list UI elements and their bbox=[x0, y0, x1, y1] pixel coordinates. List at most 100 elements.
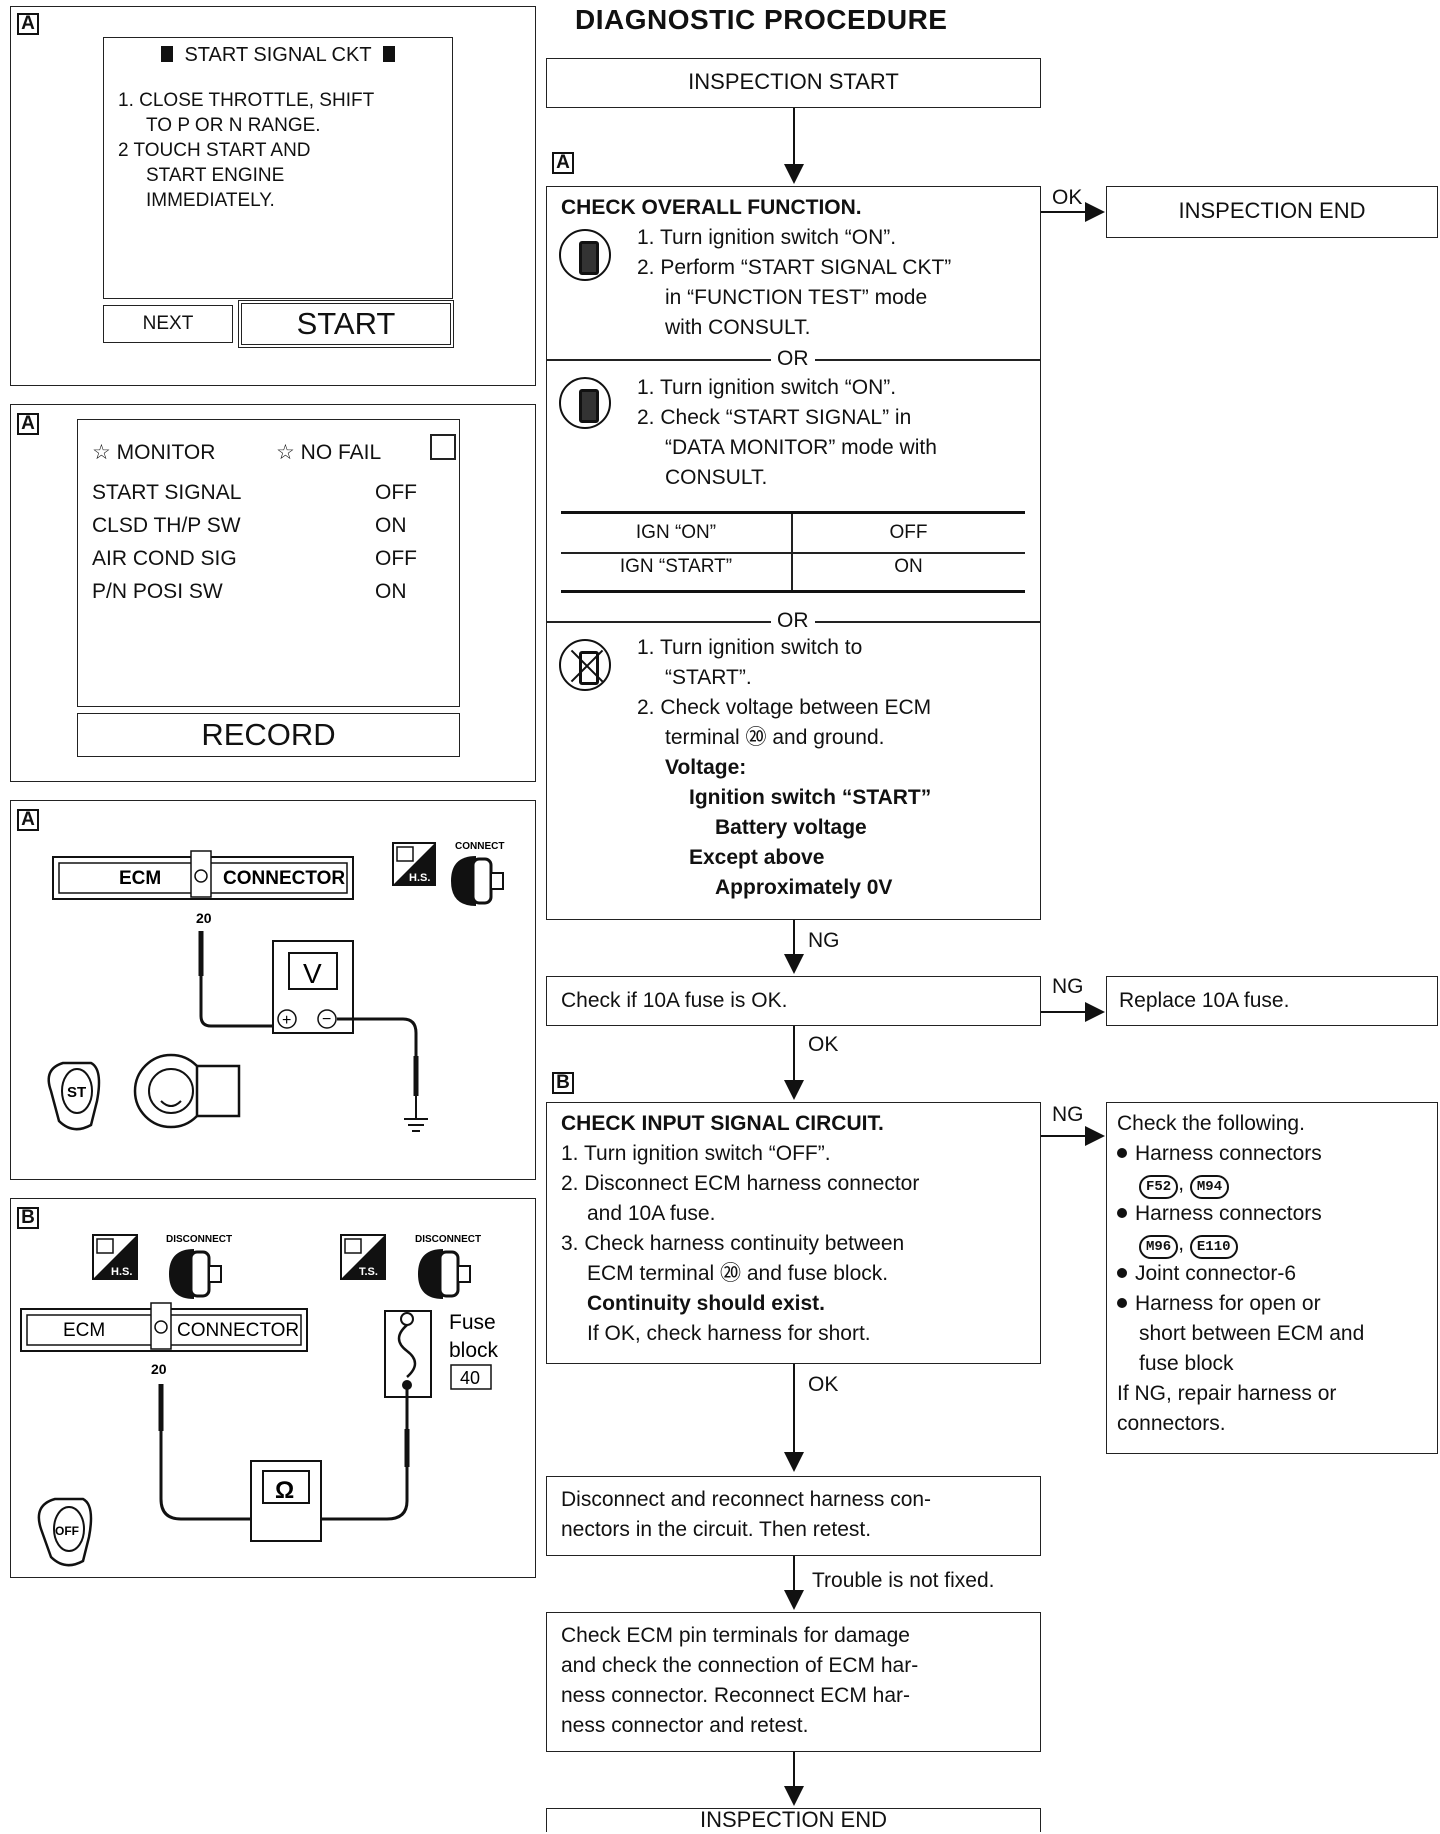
consult-icon bbox=[559, 229, 611, 281]
table-cell: OFF bbox=[889, 522, 928, 543]
panel-tag-b: B bbox=[17, 1207, 39, 1229]
voltmeter-label: V bbox=[303, 958, 322, 989]
svg-text:−: − bbox=[322, 1011, 331, 1028]
voltage-heading: Voltage: bbox=[665, 756, 747, 779]
ng-label: NG bbox=[808, 929, 840, 952]
check-input-signal-box: CHECK INPUT SIGNAL CIRCUIT. 1. Turn igni… bbox=[546, 1102, 1041, 1364]
ignition-key-off-icon bbox=[37, 1497, 93, 1567]
ohmmeter-label: Ω bbox=[275, 1477, 294, 1504]
step-line: 1. Turn ignition switch “ON”. bbox=[637, 376, 897, 399]
svg-text:+: + bbox=[282, 1012, 291, 1029]
repair-note: connectors. bbox=[1117, 1412, 1226, 1435]
ecm-label: ECM bbox=[119, 868, 161, 889]
check-following-title: Check the following. bbox=[1117, 1112, 1305, 1135]
voltage-value: Battery voltage bbox=[715, 816, 867, 839]
step-line: 3. Check harness continuity between bbox=[561, 1232, 905, 1255]
monitor-row: CLSD TH/P SW ON bbox=[92, 509, 432, 542]
voltage-value: Approximately 0V bbox=[715, 876, 893, 899]
step-line: 1. Turn ignition switch “ON”. bbox=[637, 226, 897, 249]
step-line: CONSULT. bbox=[665, 466, 768, 489]
reconnect-box: Disconnect and reconnect harness con- ne… bbox=[546, 1476, 1041, 1556]
no-fail-checkbox[interactable] bbox=[430, 434, 456, 460]
step-line: 2. Check “START SIGNAL” in bbox=[637, 406, 912, 429]
monitor-heading: ☆ MONITOR bbox=[92, 441, 216, 464]
monitor-value: ON bbox=[375, 514, 407, 537]
not-fixed-label: Trouble is not fixed. bbox=[812, 1569, 995, 1592]
next-button[interactable]: NEXT bbox=[103, 305, 233, 343]
step-tag-b: B bbox=[552, 1072, 574, 1094]
disconnect-icon bbox=[169, 1249, 222, 1299]
fuse-number-box bbox=[450, 1364, 492, 1390]
connect-icon bbox=[451, 856, 504, 906]
bullet-text: Harness for open or bbox=[1135, 1292, 1321, 1315]
continuity-check-illustration: B H.S. DISCONNECT T.S. DISCONNECT bbox=[10, 1198, 536, 1578]
terminal-side-icon: T.S. bbox=[340, 1234, 386, 1280]
ign-status-table: IGN “ON” OFF IGN “START” ON bbox=[561, 511, 1025, 593]
voltage-check-illustration: A ECM CONNECTOR 20 + − V bbox=[10, 800, 536, 1180]
replace-fuse-box: Replace 10A fuse. bbox=[1106, 976, 1438, 1026]
continuity-check-diagram: H.S. DISCONNECT T.S. DISCONNECT ECM CONN… bbox=[20, 1234, 499, 1567]
inspection-start-box: INSPECTION START bbox=[546, 58, 1041, 108]
st-label: ST bbox=[67, 1084, 86, 1101]
ecm-connector bbox=[20, 1302, 308, 1352]
table-cell: IGN “START” bbox=[619, 556, 733, 577]
bullet-text: Harness connectors bbox=[1135, 1202, 1322, 1225]
step-line: “START”. bbox=[665, 666, 752, 689]
instruction-line: TO P OR N RANGE. bbox=[146, 115, 321, 136]
fuse-number: 40 bbox=[460, 1368, 480, 1388]
ok-label: OK bbox=[808, 1033, 839, 1056]
connector-label: CONNECTOR bbox=[223, 868, 345, 889]
ok-label: OK bbox=[1052, 186, 1083, 209]
check-overall-title: CHECK OVERALL FUNCTION. bbox=[561, 196, 862, 219]
record-button[interactable]: RECORD bbox=[77, 713, 460, 757]
bullet-text: fuse block bbox=[1139, 1352, 1234, 1375]
fuse-block-label: block bbox=[449, 1339, 499, 1362]
terminal-number: 20 bbox=[151, 1361, 167, 1377]
bullet-item: Harness connectors bbox=[1117, 1199, 1427, 1229]
connector-codes: M96, E110 bbox=[1117, 1229, 1427, 1259]
hs-label: H.S. bbox=[409, 872, 430, 884]
disconnect-icon bbox=[418, 1249, 471, 1299]
connect-label: CONNECT bbox=[455, 841, 504, 852]
or-label: OR bbox=[771, 606, 815, 636]
monitor-item: AIR COND SIG bbox=[92, 547, 237, 570]
off-label: OFF bbox=[55, 1524, 79, 1538]
box-line: ness connector. Reconnect ECM har- bbox=[561, 1684, 911, 1707]
ok-label: OK bbox=[808, 1373, 839, 1396]
table-cell: ON bbox=[894, 556, 923, 577]
instruction-line: 1. CLOSE THROTTLE, SHIFT bbox=[118, 90, 375, 111]
ng-label: NG bbox=[1052, 1103, 1084, 1126]
disconnect-label: DISCONNECT bbox=[415, 1234, 481, 1245]
check-pins-box: Check ECM pin terminals for damage and c… bbox=[546, 1612, 1041, 1752]
start-button[interactable]: START bbox=[238, 300, 454, 348]
box-line: Disconnect and reconnect harness con- bbox=[561, 1488, 932, 1511]
inspection-end-box: INSPECTION END bbox=[1106, 186, 1438, 238]
connector-code: M94 bbox=[1189, 1175, 1230, 1199]
check-following-box: Check the following. Harness connectors … bbox=[1106, 1102, 1438, 1454]
no-consult-icon bbox=[559, 639, 611, 691]
bullet-item: Joint connector-6 bbox=[1117, 1259, 1427, 1289]
monitor-item: CLSD TH/P SW bbox=[92, 514, 241, 537]
ground-icon bbox=[404, 1096, 428, 1132]
bullet-text: short between ECM and bbox=[1139, 1322, 1365, 1345]
monitor-item: P/N POSI SW bbox=[92, 580, 223, 603]
connector-code: M96 bbox=[1139, 1235, 1179, 1259]
bullet-item: Harness connectors bbox=[1117, 1139, 1427, 1169]
monitor-value: OFF bbox=[375, 481, 417, 504]
ng-label: NG bbox=[1052, 975, 1084, 998]
bullet-text: Joint connector-6 bbox=[1135, 1262, 1297, 1285]
check-fuse-box: Check if 10A fuse is OK. bbox=[546, 976, 1041, 1026]
or-label: OR bbox=[771, 344, 815, 374]
terminal-number: 20 bbox=[196, 910, 212, 926]
box-line: ness connector and retest. bbox=[561, 1714, 809, 1737]
step-line: in “FUNCTION TEST” mode bbox=[665, 286, 928, 309]
step-line: and 10A fuse. bbox=[587, 1202, 716, 1225]
box-line: Check ECM pin terminals for damage bbox=[561, 1624, 910, 1647]
repair-note: If NG, repair harness or bbox=[1117, 1382, 1337, 1405]
inspection-end-final-box: INSPECTION END bbox=[546, 1808, 1041, 1832]
no-fail-heading: ☆ NO FAIL bbox=[276, 441, 382, 464]
harness-side-icon: H.S. bbox=[92, 1234, 138, 1280]
